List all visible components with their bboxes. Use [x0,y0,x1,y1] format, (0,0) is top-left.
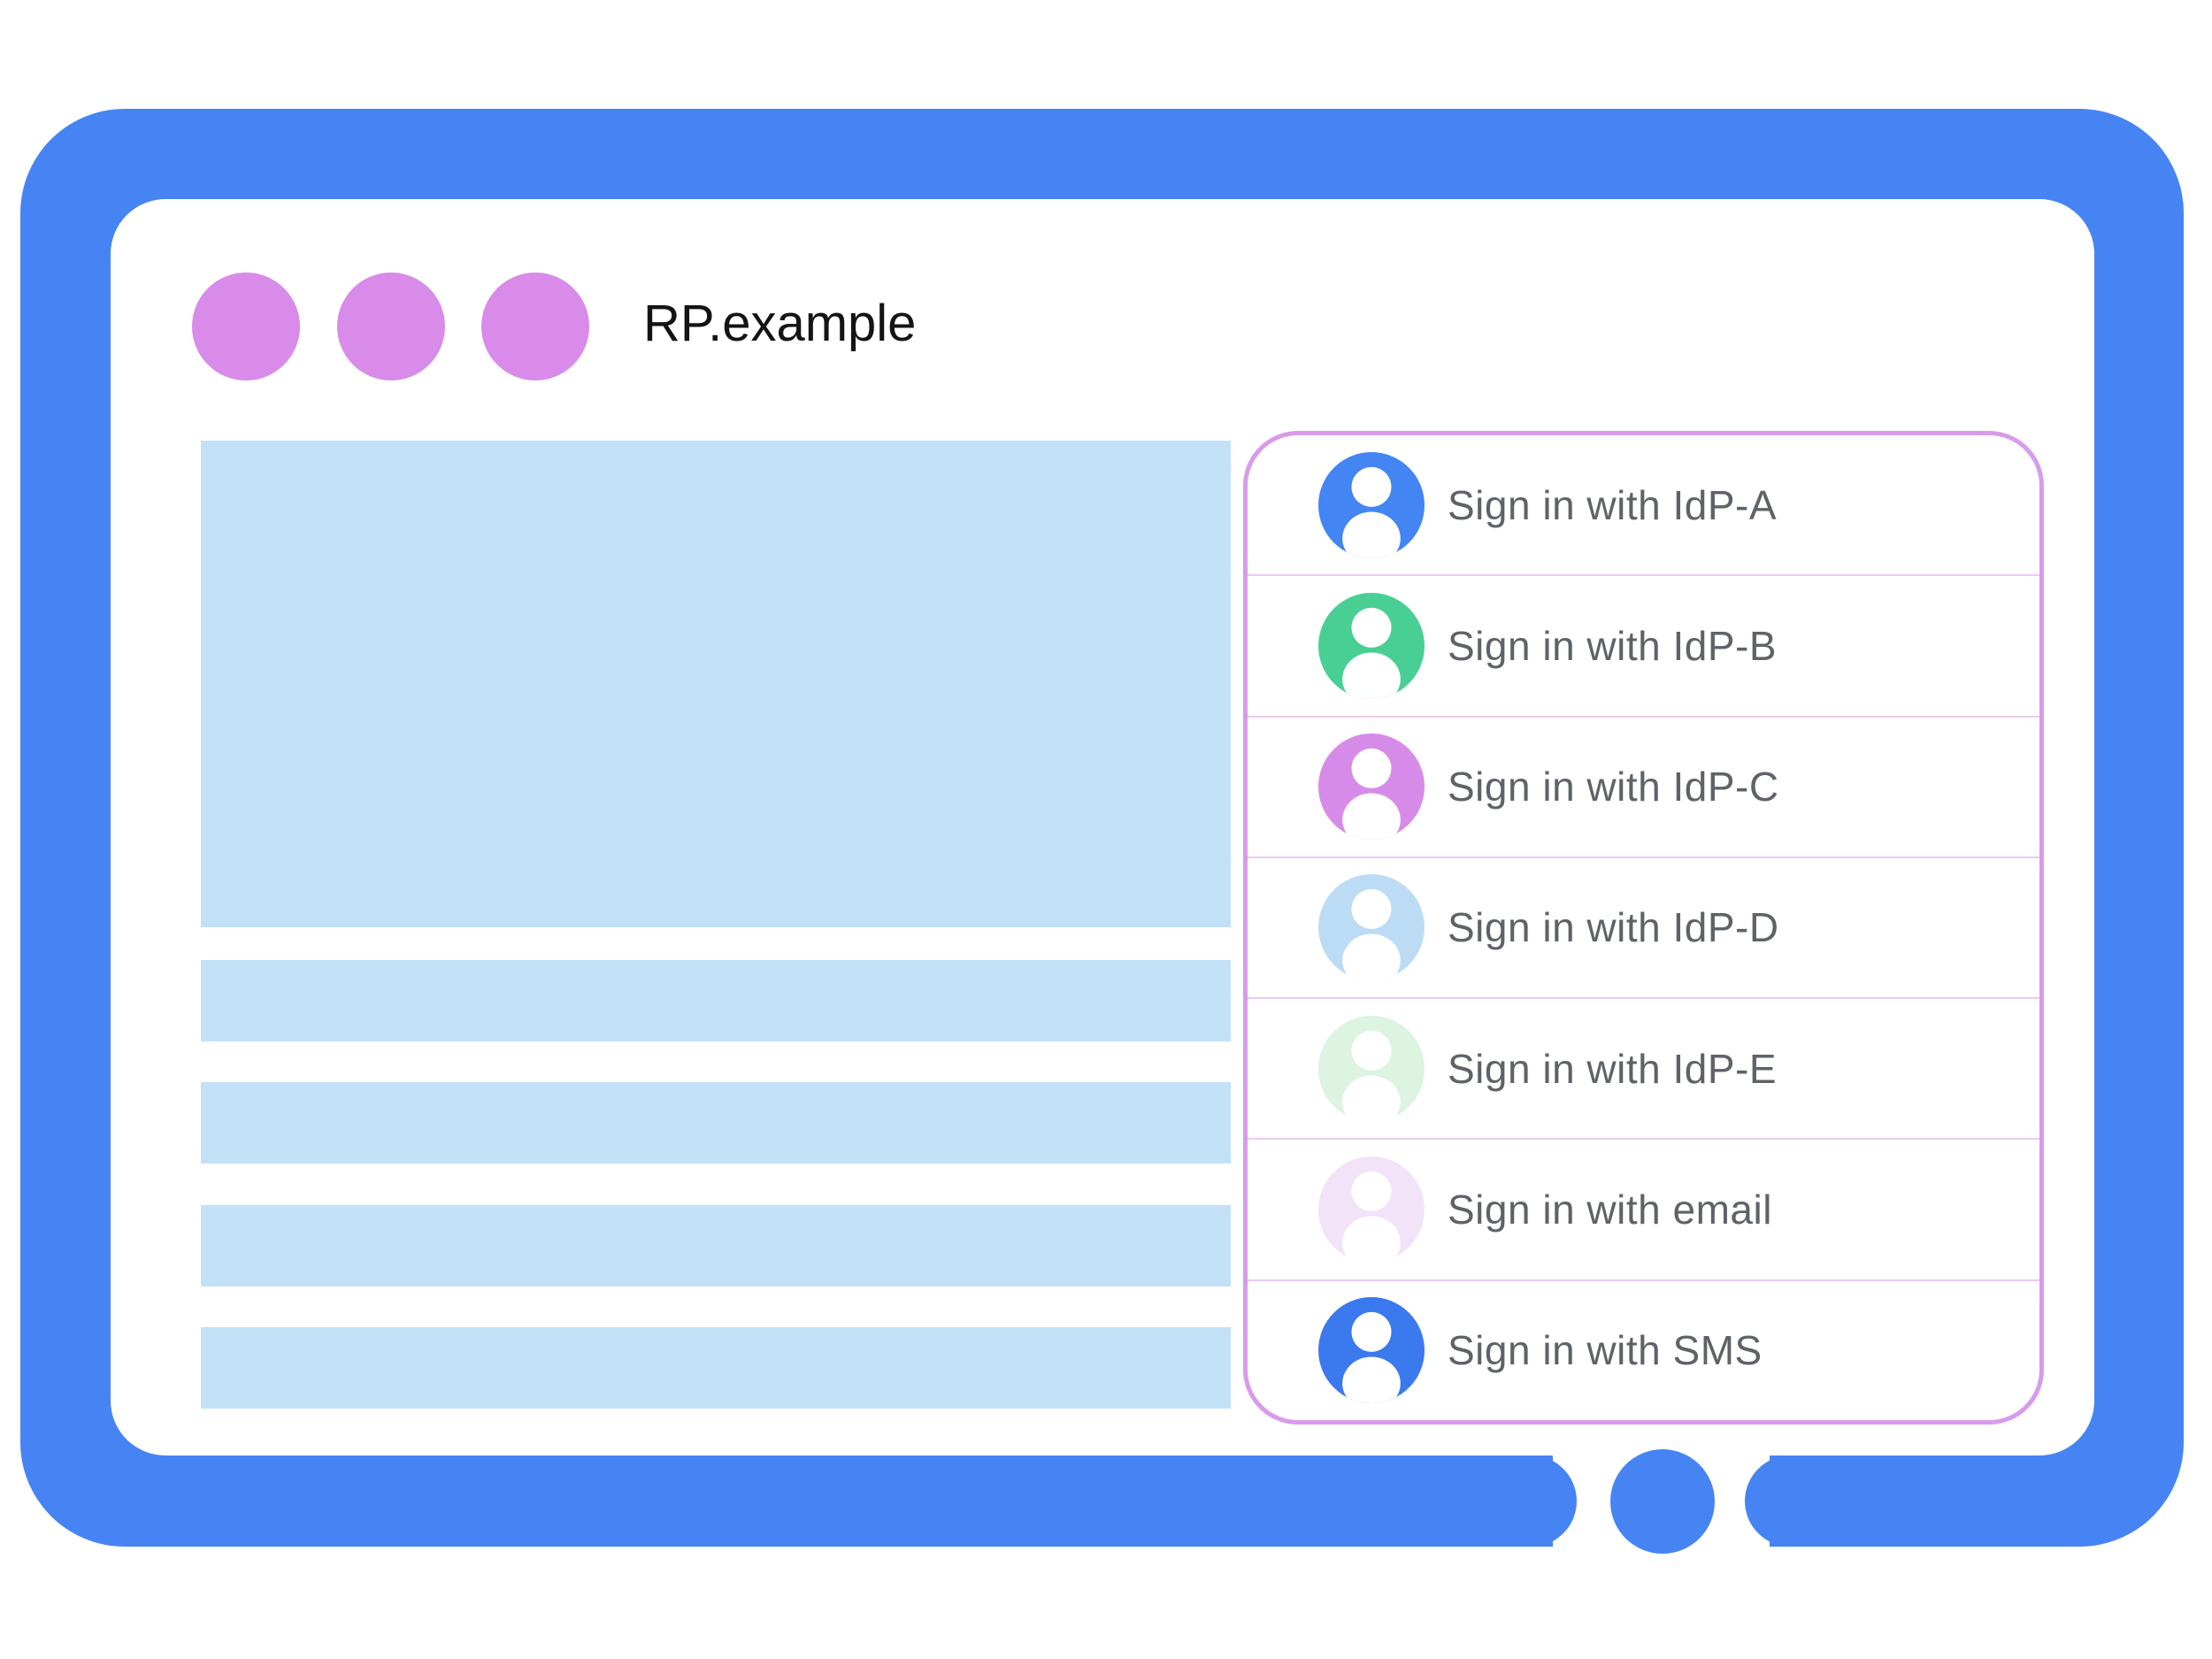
signin-option-idp-e[interactable]: Sign in with IdP-E [1248,999,2039,1141]
account-avatar-icon [1318,592,1425,699]
signin-option-label: Sign in with IdP-E [1448,1045,1778,1092]
account-avatar-icon [1318,874,1425,981]
signin-option-label: Sign in with IdP-C [1448,764,1779,810]
signin-option-email[interactable]: Sign in with email [1248,1140,2039,1281]
signin-option-label: Sign in with IdP-D [1448,904,1779,951]
content-placeholder-line [201,1082,1231,1164]
content-placeholder-line [201,1327,1231,1409]
signin-option-label: Sign in with IdP-B [1448,622,1778,669]
account-avatar-icon [1318,733,1425,841]
home-button[interactable] [1610,1449,1715,1554]
window-dot-icon[interactable] [192,273,300,380]
signin-option-label: Sign in with IdP-A [1448,481,1778,528]
signin-option-idp-d[interactable]: Sign in with IdP-D [1248,858,2039,1000]
signin-option-idp-a[interactable]: Sign in with IdP-A [1248,435,2039,577]
signin-option-sms[interactable]: Sign in with SMS [1248,1281,2039,1420]
page-title: RP.example [643,295,917,352]
signin-option-idp-c[interactable]: Sign in with IdP-C [1248,718,2039,858]
window-dot-icon[interactable] [481,273,589,380]
signin-option-label: Sign in with email [1448,1187,1772,1233]
account-avatar-icon [1318,451,1425,558]
content-placeholder-hero [201,441,1231,927]
content-placeholder-line [201,960,1231,1041]
account-avatar-icon [1318,1015,1425,1122]
account-avatar-icon [1318,1297,1425,1404]
window-dot-icon[interactable] [337,273,445,380]
account-avatar-icon [1318,1156,1425,1263]
frame-bottom-bar-left-cap [1433,1455,1577,1547]
signin-chooser-panel: Sign in with IdP-A Sign in with IdP-B Si… [1243,431,2044,1425]
signin-option-idp-b[interactable]: Sign in with IdP-B [1248,576,2039,718]
signin-option-label: Sign in with SMS [1448,1327,1763,1374]
content-placeholder-line [201,1205,1231,1286]
frame-bottom-bar-right-cap [1745,1455,1893,1547]
